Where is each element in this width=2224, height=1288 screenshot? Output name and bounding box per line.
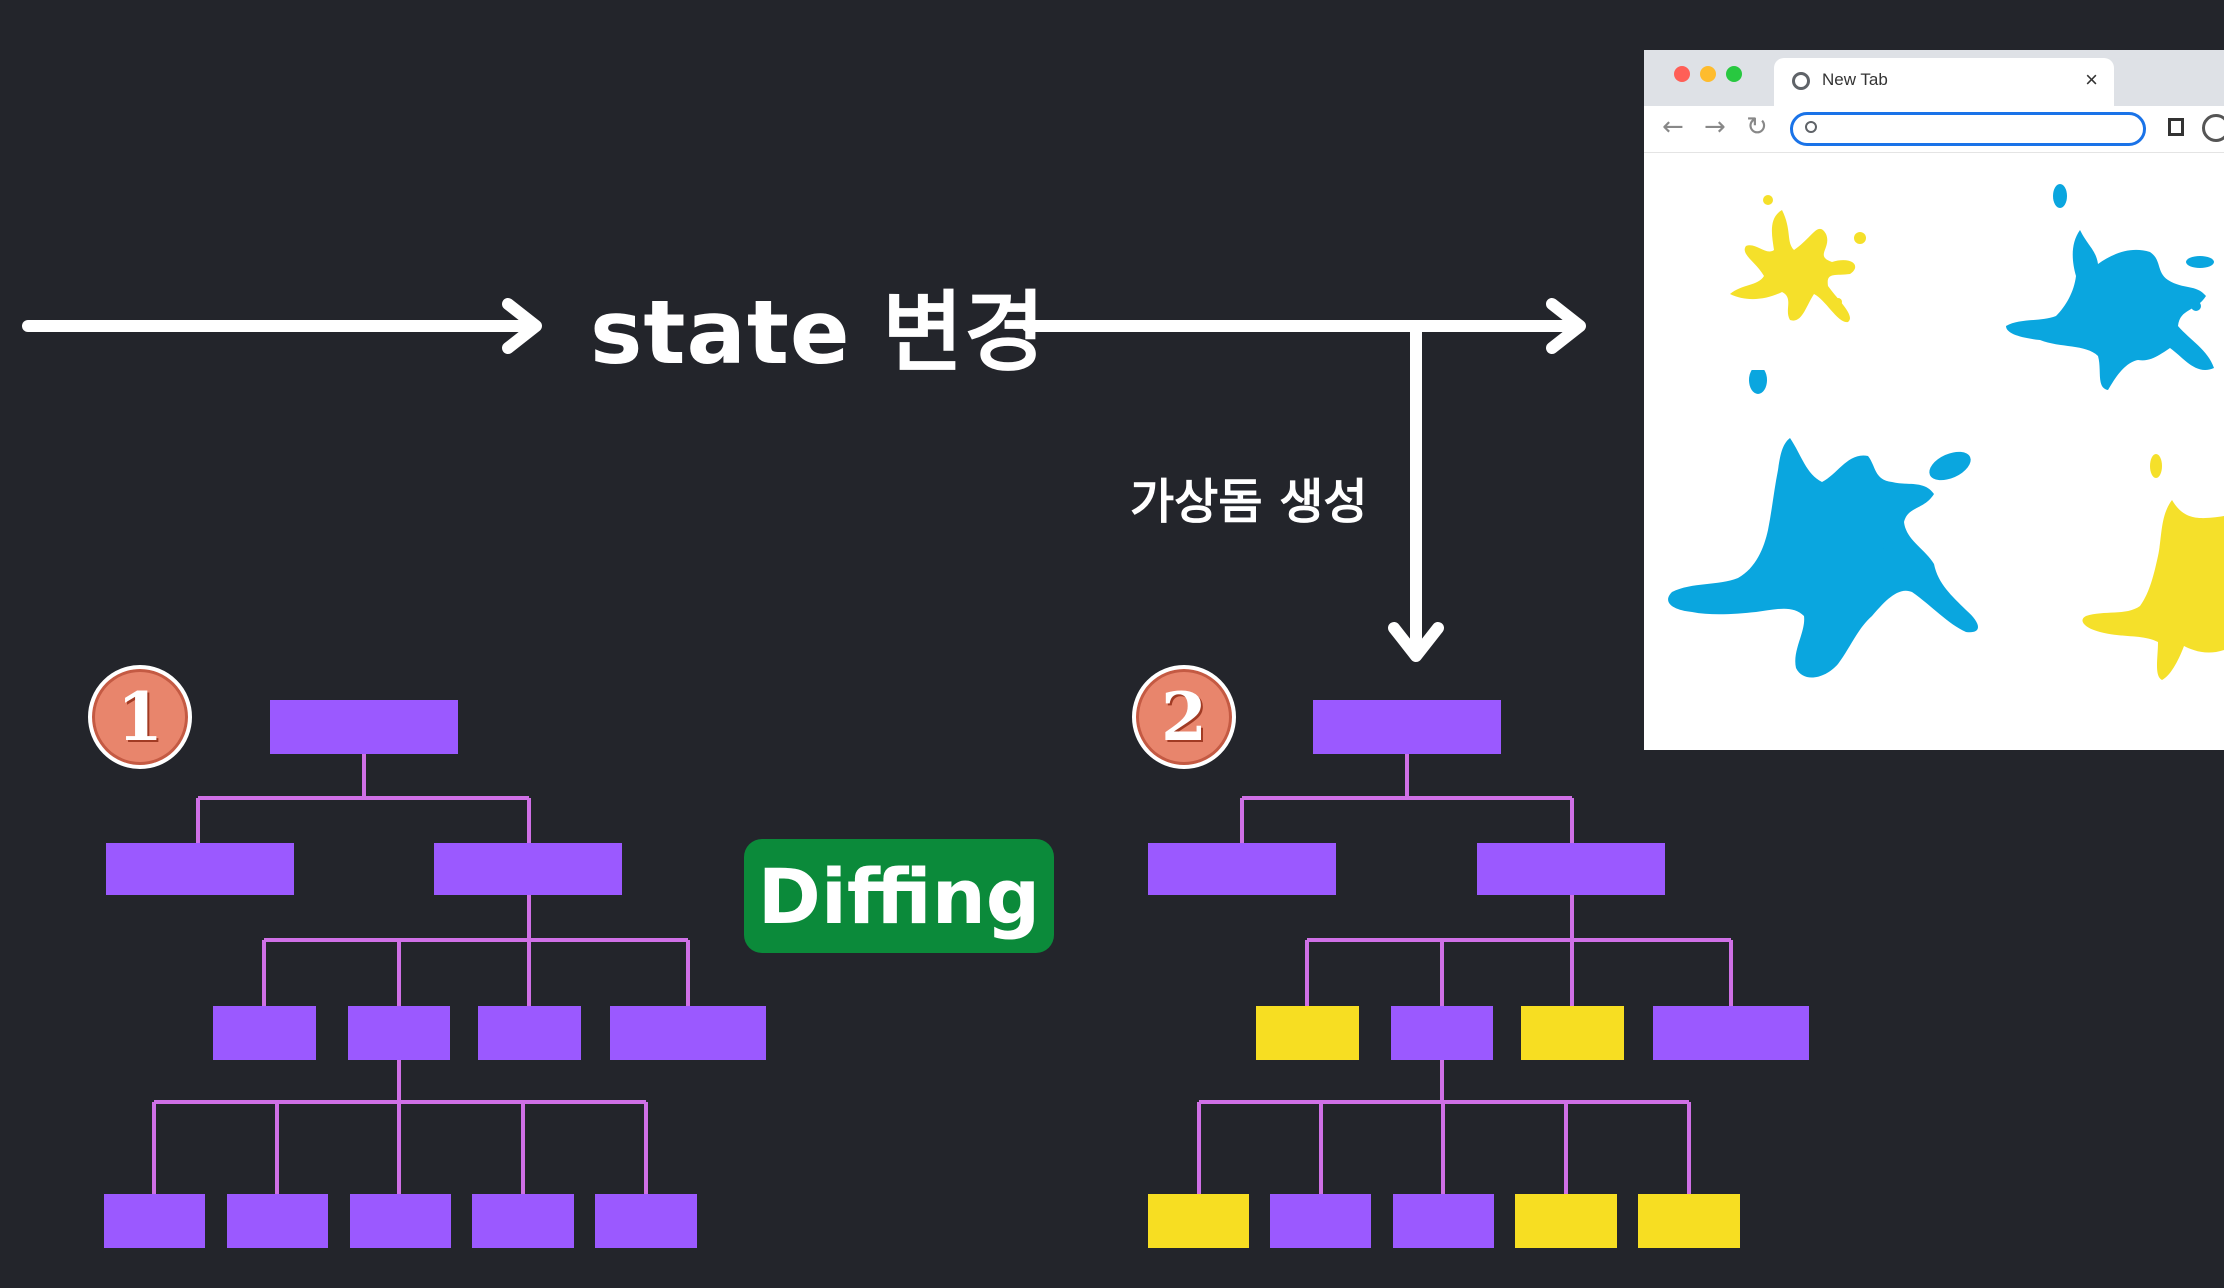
browser-tab[interactable]: New Tab × xyxy=(1774,58,2114,106)
tree-node xyxy=(478,1006,581,1060)
arrow-to-browser-head xyxy=(1546,298,1586,354)
yellow-paint-splat xyxy=(1730,195,1866,323)
arrow-into-state-head xyxy=(502,298,542,354)
tree-1 xyxy=(104,700,766,1248)
tree-node xyxy=(1148,843,1336,895)
search-icon xyxy=(1805,121,1817,133)
tree-node xyxy=(227,1194,328,1248)
tree-node xyxy=(348,1006,450,1060)
browser-title-bar: New Tab × xyxy=(1644,50,2224,106)
arrow-down-to-vdom-head xyxy=(1388,622,1444,662)
reload-icon[interactable]: ↻ xyxy=(1746,112,1768,142)
globe-icon xyxy=(1792,72,1810,90)
tree-node xyxy=(1270,1194,1371,1248)
state-change-label: state 변경 xyxy=(590,281,1047,384)
side-panel-icon[interactable] xyxy=(2168,118,2184,136)
tab-title: New Tab xyxy=(1822,70,1888,89)
tree-node xyxy=(1391,1006,1493,1060)
blue-paint-splat-small xyxy=(2006,184,2214,390)
tree-node xyxy=(213,1006,316,1060)
blue-paint-splat-large xyxy=(1668,370,1978,678)
close-icon[interactable]: × xyxy=(2085,67,2098,92)
step-1-badge: 1 xyxy=(88,665,192,769)
forward-arrow-icon[interactable]: → xyxy=(1704,112,1726,142)
profile-icon[interactable] xyxy=(2202,114,2224,142)
tree-node xyxy=(472,1194,574,1248)
close-window-dot[interactable] xyxy=(1674,66,1690,82)
changed-tree-node xyxy=(1521,1006,1624,1060)
changed-tree-node xyxy=(1256,1006,1359,1060)
tree-node xyxy=(595,1194,697,1248)
tree-node xyxy=(106,843,294,895)
changed-tree-node xyxy=(1515,1194,1617,1248)
step-2-badge: 2 xyxy=(1132,665,1236,769)
tree-node xyxy=(1393,1194,1494,1248)
tree-node xyxy=(270,700,458,754)
tree-node xyxy=(610,1006,766,1060)
tree-2 xyxy=(1148,700,1809,1248)
tree-node xyxy=(350,1194,451,1248)
address-bar[interactable] xyxy=(1790,112,2146,146)
tree-node xyxy=(434,843,622,895)
tree-node xyxy=(1313,700,1501,754)
minimize-window-dot[interactable] xyxy=(1700,66,1716,82)
browser-toolbar: ← → ↻ xyxy=(1644,106,2224,153)
changed-tree-node xyxy=(1638,1194,1740,1248)
tree-node xyxy=(104,1194,205,1248)
changed-tree-node xyxy=(1148,1194,1249,1248)
back-arrow-icon[interactable]: ← xyxy=(1662,112,1684,142)
virtual-dom-label: 가상돔 생성 xyxy=(1130,474,1368,530)
diffing-badge: Diffing xyxy=(744,839,1054,953)
maximize-window-dot[interactable] xyxy=(1726,66,1742,82)
tree-node xyxy=(1477,843,1665,895)
browser-window: New Tab × ← → ↻ xyxy=(1644,50,2224,750)
yellow-paint-splat-large xyxy=(2082,454,2224,680)
tree-node xyxy=(1653,1006,1809,1060)
